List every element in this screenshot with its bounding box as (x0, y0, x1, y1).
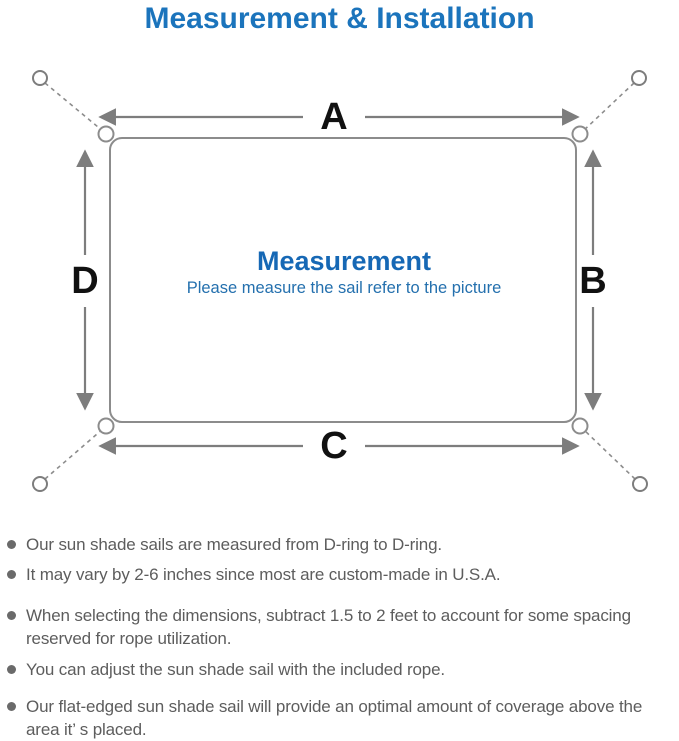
sail-rectangle (109, 137, 577, 423)
dimension-label-b: B (579, 260, 606, 302)
dimension-label-c: C (320, 425, 347, 467)
notes-list: Our sun shade sails are measured from D-… (7, 533, 669, 741)
dimension-label-d: D (71, 260, 98, 302)
note-item: You can adjust the sun shade sail with t… (7, 658, 669, 681)
note-item: It may vary by 2-6 inches since most are… (7, 563, 669, 586)
rope-line-bottom-right (581, 427, 636, 480)
dimension-label-a: A (320, 96, 347, 138)
rope-line-bottom-left (44, 427, 105, 480)
center-subtitle: Please measure the sail refer to the pic… (187, 279, 502, 297)
d-ring-bottom-right (571, 417, 589, 435)
d-ring-top-left (97, 125, 115, 143)
anchor-ring-top-left (32, 70, 48, 86)
rope-line-top-left (44, 82, 105, 133)
note-item: Our flat-edged sun shade sail will provi… (7, 695, 669, 741)
note-text: When selecting the dimensions, subtract … (26, 606, 631, 648)
note-text: It may vary by 2-6 inches since most are… (26, 565, 501, 584)
note-text: You can adjust the sun shade sail with t… (26, 660, 445, 679)
center-heading: Measurement (257, 246, 431, 276)
note-item: Our sun shade sails are measured from D-… (7, 533, 669, 556)
bullet-icon (7, 570, 16, 579)
bullet-icon (7, 540, 16, 549)
measurement-diagram-svg: A C D B Measurement Please measure the s… (32, 70, 648, 492)
note-text: Our flat-edged sun shade sail will provi… (26, 697, 643, 739)
measurement-diagram: A C D B Measurement Please measure the s… (0, 55, 679, 520)
rope-line-top-right (581, 82, 635, 133)
bullet-icon (7, 611, 16, 620)
anchor-ring-top-right (631, 70, 647, 86)
note-text: Our sun shade sails are measured from D-… (26, 535, 442, 554)
bullet-icon (7, 665, 16, 674)
d-ring-bottom-left (97, 417, 115, 435)
page-title: Measurement & Installation (144, 2, 535, 35)
bullet-icon (7, 702, 16, 711)
anchor-ring-bottom-right (632, 476, 648, 492)
d-ring-top-right (571, 125, 589, 143)
anchor-ring-bottom-left (32, 476, 48, 492)
note-item: When selecting the dimensions, subtract … (7, 604, 669, 650)
